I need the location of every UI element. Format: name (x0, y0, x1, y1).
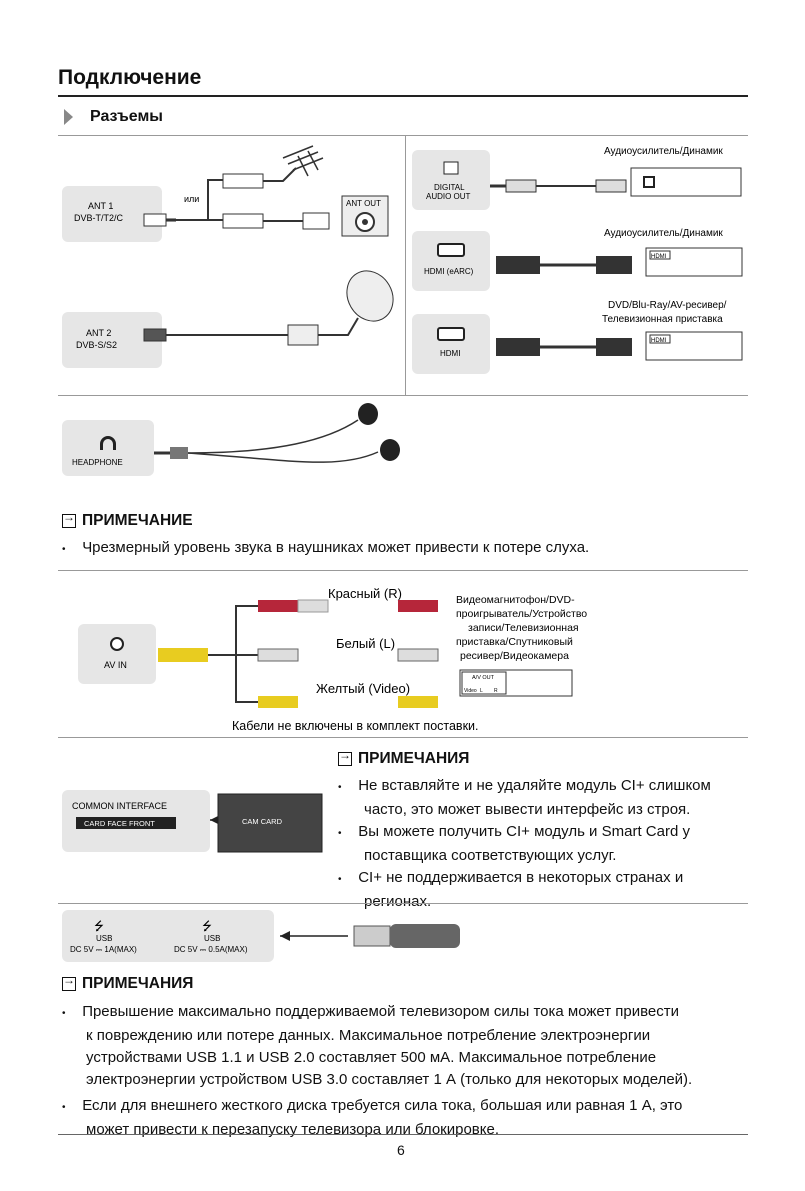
divider-av-top (58, 570, 748, 571)
hdmi-earc-label: HDMI (eARC) (424, 267, 474, 276)
usb1-label: USB (96, 934, 112, 943)
title-rule (58, 95, 748, 97)
page-title: Подключение (58, 66, 202, 89)
av-device-line2: проигрыватель/Устройство (456, 608, 587, 620)
av-port-video: Video (464, 688, 477, 694)
note-icon-usb (62, 973, 76, 991)
av-port-r: R (494, 688, 498, 694)
note1-item: • Чрезмерный уровень звука в наушниках м… (62, 539, 590, 556)
usb-heading: ПРИМЕЧАНИЯ (62, 973, 194, 993)
ant2-label-line1: ANT 2 (86, 328, 111, 338)
cable-note: Кабели не включены в комплект поставки. (232, 719, 479, 733)
usb-heading-text: ПРИМЕЧАНИЯ (82, 975, 194, 992)
note1-heading: ПРИМЕЧАНИЕ (62, 510, 193, 530)
usb-diagram: ⭍ USB DC 5V ⎓ 1A(MAX) ⭍ USB DC 5V ⎓ 0.5A… (62, 910, 460, 962)
ant-out-label: ANT OUT (346, 199, 381, 208)
section-arrow-icon (64, 109, 73, 125)
usb-notes: • Превышение максимально поддерживаемой … (62, 1001, 752, 1141)
usb-note-1-line2: к повреждению или потере данных. Максима… (86, 1027, 651, 1044)
card-face-front-label: CARD FACE FRONT (84, 819, 155, 828)
ci-note-3: • CI+ не поддерживается в некоторых стра… (338, 869, 684, 886)
cam-card-label: CAM CARD (242, 817, 283, 826)
section-title: Разъемы (90, 108, 163, 125)
ci-heading: ПРИМЕЧАНИЯ (338, 748, 470, 768)
usb-note-1-line4: электроэнергии устройством USB 3.0 соста… (86, 1071, 693, 1088)
device-audio2-label: Аудиоусилитель/Динамик (604, 228, 723, 239)
ci-heading-text: ПРИМЕЧАНИЯ (358, 750, 470, 767)
ant2-label-line2: DVB-S/S2 (76, 340, 117, 350)
av-diagram: AV IN Красный (R) Белый (L) Желтый (Vide… (78, 586, 587, 733)
page-number: 6 (397, 1142, 405, 1158)
headphone-diagram: HEADPHONE (62, 403, 400, 476)
or-label: или (184, 194, 199, 204)
ci-notes: • Не вставляйте и не удаляйте модуль CI+… (338, 775, 748, 913)
device-audio1-label: Аудиоусилитель/Динамик (604, 146, 723, 157)
device-dvd-label-line1: DVD/Blu-Ray/AV-ресивер/ (608, 300, 727, 311)
usb2-icon: ⭍ (202, 919, 212, 933)
av-white-label: Белый (L) (336, 636, 395, 651)
common-interface-label: COMMON INTERFACE (72, 801, 167, 811)
box-hdmi-label-2: HDMI (651, 338, 667, 344)
ci-note-3-line2: регионах. (364, 893, 432, 910)
hdmi-label: HDMI (440, 349, 460, 358)
note1-heading-text: ПРИМЕЧАНИЕ (82, 512, 193, 529)
ant1-label-line2: DVB-T/T2/C (74, 213, 124, 223)
av-device-line1: Видеомагнитофон/DVD- (456, 594, 575, 606)
box-hdmi-label-1: HDMI (651, 254, 667, 260)
usb-note-2: • Если для внешнего жесткого диска требу… (62, 1097, 683, 1114)
ci-note-2-line2: поставщика соответствующих услуг. (364, 847, 617, 864)
footer-rule (58, 1134, 748, 1135)
note1-item-text: Чрезмерный уровень звука в наушниках мож… (82, 539, 590, 556)
ci-note-2: • Вы можете получить CI+ модуль и Smart … (338, 823, 690, 840)
divider-vertical (405, 135, 406, 395)
note-icon (62, 510, 76, 528)
headphone-label: HEADPHONE (72, 458, 123, 467)
digital-audio-label-line2: AUDIO OUT (426, 192, 471, 201)
audio-hdmi-diagram: Аудиоусилитель/Динамик DIGITAL AUDIO OUT… (412, 146, 743, 374)
digital-audio-label-line1: DIGITAL (434, 183, 465, 192)
headphone-icon (100, 436, 116, 450)
ci-note-1: • Не вставляйте и не удаляйте модуль CI+… (338, 777, 711, 794)
divider-ci-top (58, 737, 748, 738)
av-yellow-label: Желтый (Video) (316, 681, 410, 696)
ci-diagram: COMMON INTERFACE CARD FACE FRONT CAM CAR… (62, 790, 323, 853)
divider-mid (58, 395, 748, 396)
usb2-label: USB (204, 934, 220, 943)
divider-usb-top (58, 903, 748, 904)
av-in-label: AV IN (104, 660, 127, 670)
ant1-label-line1: ANT 1 (88, 201, 113, 211)
av-device-line3: записи/Телевизионная (468, 622, 579, 634)
usb-note-2-line2: может привести к перезапуску телевизора … (86, 1121, 500, 1138)
usb1-icon: ⭍ (94, 919, 104, 933)
device-dvd-label-line2: Телевизионная приставка (602, 314, 723, 325)
divider-top (58, 135, 748, 136)
usb-note-1: • Превышение максимально поддерживаемой … (62, 1003, 680, 1020)
av-red-label: Красный (R) (328, 586, 402, 601)
av-device-line5: ресивер/Видеокамера (460, 650, 569, 662)
usb1-spec: DC 5V ⎓ 1A(MAX) (70, 945, 137, 954)
antenna-diagram: ANT 1 DVB-T/T2/C или ANT OUT ANT 2 DVB-S… (62, 145, 394, 368)
av-out-label: A/V OUT (472, 675, 495, 681)
usb-note-1-line3: устройствами USB 1.1 и USB 2.0 составляе… (86, 1049, 657, 1066)
note-icon-ci (338, 748, 352, 766)
av-device-line4: приставка/Спутниковый (456, 636, 573, 648)
ci-note-1-line2: часто, это может вывести интерфейс из ст… (364, 801, 691, 818)
av-port-l: L (480, 688, 483, 694)
usb2-spec: DC 5V ⎓ 0.5A(MAX) (174, 945, 248, 954)
